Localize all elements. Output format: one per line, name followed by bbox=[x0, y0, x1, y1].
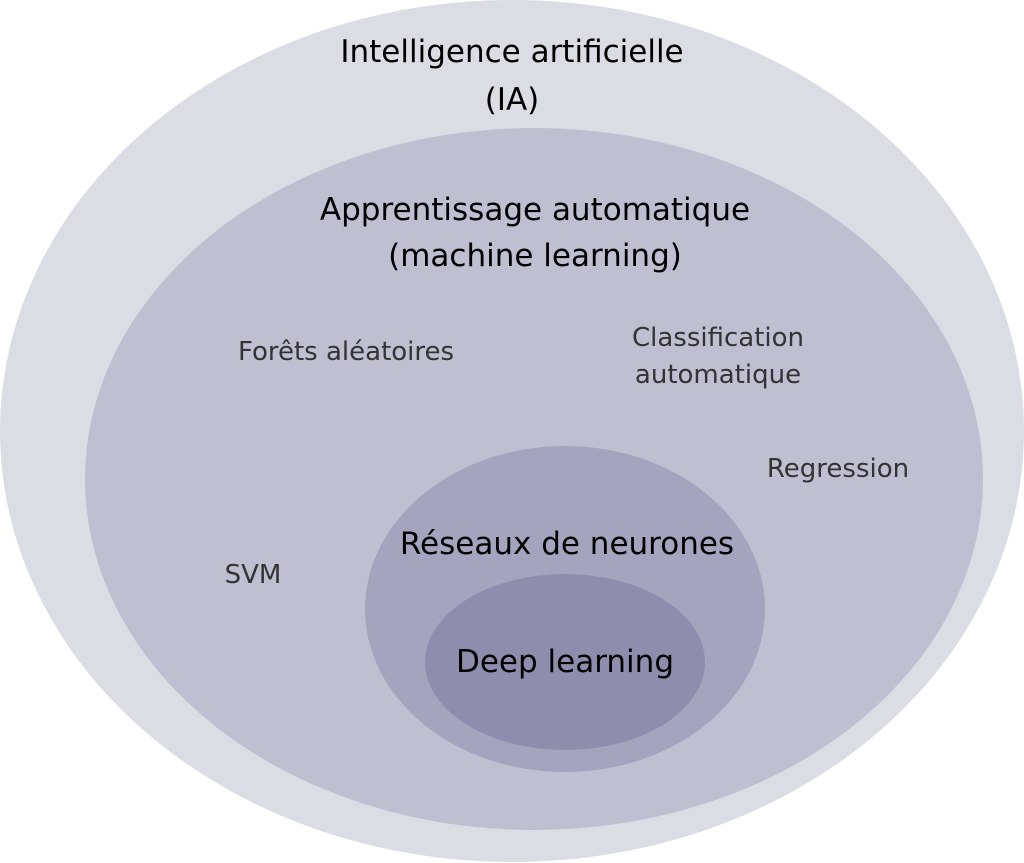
ai-title-line2: (IA) bbox=[485, 82, 540, 118]
dl-title: Deep learning bbox=[456, 644, 674, 680]
ml-title-line2: (machine learning) bbox=[388, 238, 682, 274]
ai-title-line1: Intelligence artificielle bbox=[340, 34, 683, 70]
random-forests-label: Forêts aléatoires bbox=[238, 337, 454, 367]
classification-label-line1: Classification bbox=[632, 323, 804, 353]
dl-ellipse bbox=[425, 574, 705, 750]
classification-label-line2: automatique bbox=[635, 360, 801, 390]
ml-title-line1: Apprentissage automatique bbox=[320, 192, 750, 228]
regression-label: Regression bbox=[767, 454, 909, 484]
nn-title: Réseaux de neurones bbox=[400, 526, 734, 562]
svm-label: SVM bbox=[225, 560, 282, 590]
